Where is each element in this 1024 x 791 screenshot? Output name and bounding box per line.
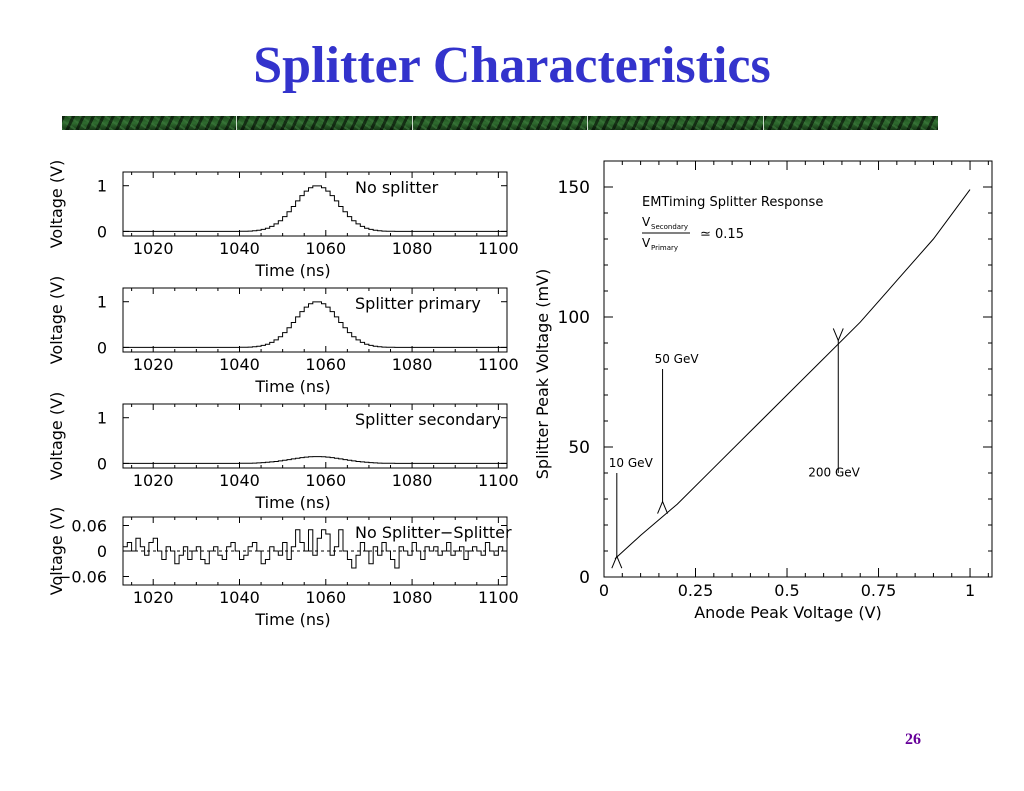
y-tick-label: 50 — [568, 438, 590, 458]
title-divider-bar — [62, 116, 939, 130]
y-axis-label: Splitter Peak Voltage (mV) — [533, 269, 552, 479]
x-tick-label: 1060 — [305, 355, 346, 374]
x-tick-label: 1040 — [219, 355, 260, 374]
x-tick-label: 1020 — [133, 588, 174, 607]
energy-arrowhead — [611, 554, 623, 569]
y-tick-label: −0.06 — [58, 568, 107, 587]
y-tick-label: 1 — [97, 177, 107, 196]
y-axis-label: Voltage (V) — [47, 507, 66, 596]
ratio-denominator: V — [642, 236, 651, 250]
panel-label: Splitter primary — [355, 294, 481, 313]
energy-annotation: 50 GeV — [655, 352, 700, 366]
divider-segment — [588, 116, 764, 130]
x-tick-label: 1020 — [133, 471, 174, 490]
x-tick-label: 1080 — [392, 239, 433, 258]
y-tick-label: 1 — [97, 293, 107, 312]
x-tick-label: 1 — [965, 581, 975, 600]
x-tick-label: 0.5 — [774, 581, 799, 600]
x-tick-label: 0 — [599, 581, 609, 600]
energy-arrowhead — [657, 500, 669, 514]
x-tick-label: 1020 — [133, 355, 174, 374]
x-tick-label: 1040 — [219, 588, 260, 607]
ratio-denominator-subscript: Primary — [651, 244, 678, 252]
x-tick-label: 1080 — [392, 588, 433, 607]
x-tick-label: 1040 — [219, 239, 260, 258]
page-number: 26 — [905, 731, 921, 748]
divider-segment — [62, 116, 238, 130]
x-axis-label: Anode Peak Voltage (V) — [694, 603, 882, 622]
y-tick-label: 1 — [97, 409, 107, 428]
x-tick-label: 1080 — [392, 355, 433, 374]
x-tick-label: 1060 — [305, 239, 346, 258]
y-axis-label: Voltage (V) — [47, 392, 66, 481]
y-tick-label: 0 — [97, 454, 107, 473]
plot-frame — [122, 287, 508, 353]
waveform-trace — [123, 185, 507, 232]
y-tick-label: 0 — [97, 222, 107, 241]
plot-title: EMTiming Splitter Response — [642, 195, 823, 210]
energy-arrowhead — [832, 328, 844, 342]
y-axis-label: Voltage (V) — [47, 276, 66, 365]
response-line — [614, 189, 971, 560]
plot-frame — [122, 403, 508, 469]
divider-segment — [412, 116, 589, 130]
x-tick-label: 1100 — [478, 588, 519, 607]
panel-label: Splitter secondary — [355, 410, 501, 429]
x-tick-label: 1100 — [478, 355, 519, 374]
slide-title: Splitter Characteristics — [253, 37, 771, 94]
x-tick-label: 0.25 — [678, 581, 714, 600]
y-axis-label: Voltage (V) — [47, 160, 66, 249]
waveform-trace — [123, 529, 507, 569]
y-tick-label: 100 — [558, 308, 590, 328]
x-axis-label: Time (ns) — [254, 261, 330, 280]
y-tick-label: 0 — [97, 542, 107, 561]
ratio-numerator: V — [642, 215, 651, 229]
x-tick-label: 1040 — [219, 471, 260, 490]
x-tick-label: 1060 — [305, 588, 346, 607]
waveform-trace — [123, 456, 507, 464]
y-tick-label: 150 — [558, 178, 590, 198]
x-axis-label: Time (ns) — [254, 493, 330, 512]
x-tick-label: 1100 — [478, 471, 519, 490]
y-tick-label: 0 — [97, 338, 107, 357]
x-axis-label: Time (ns) — [254, 610, 330, 629]
plot-frame — [122, 171, 508, 237]
energy-annotation: 10 GeV — [609, 456, 654, 470]
divider-segment — [237, 116, 413, 130]
ratio-relation: ≃ 0.15 — [700, 227, 744, 242]
y-tick-label: 0 — [579, 568, 590, 588]
panel-label: No splitter — [355, 178, 439, 197]
y-tick-label: 0.06 — [71, 517, 107, 536]
x-tick-label: 1060 — [305, 471, 346, 490]
x-tick-label: 0.75 — [861, 581, 897, 600]
x-tick-label: 1080 — [392, 471, 433, 490]
x-axis-label: Time (ns) — [254, 377, 330, 396]
divider-segment — [763, 116, 939, 130]
panel-label: No Splitter−Splitter — [355, 523, 512, 542]
ratio-numerator-subscript: Secondary — [651, 223, 688, 231]
x-tick-label: 1100 — [478, 239, 519, 258]
energy-annotation: 200 GeV — [808, 465, 860, 479]
waveform-trace — [123, 301, 507, 348]
x-tick-label: 1020 — [133, 239, 174, 258]
